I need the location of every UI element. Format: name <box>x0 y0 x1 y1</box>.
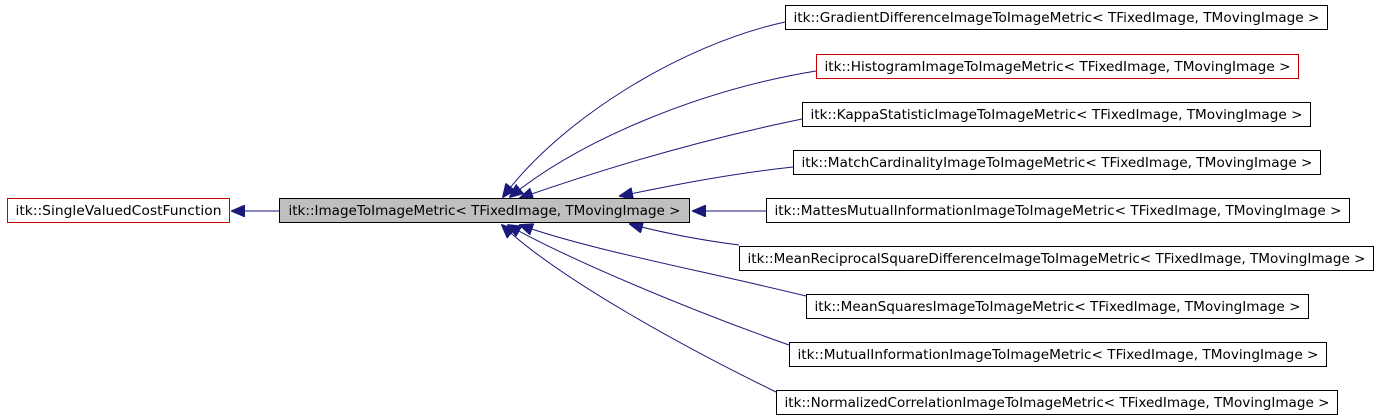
inheritance-arrow <box>520 225 807 297</box>
inheritance-arrow <box>520 118 803 198</box>
inheritance-edges <box>232 21 817 393</box>
derived-class-box[interactable] <box>816 54 1299 79</box>
focus-class-label[interactable]: itk::ImageToImageMetric< TFixedImage, TM… <box>289 204 681 219</box>
derived-class-box[interactable] <box>766 198 1350 223</box>
inheritance-arrow <box>510 70 817 197</box>
inheritance-arrow <box>508 225 790 346</box>
derived-class-node[interactable]: itk::MutualInformationImageToImageMetric… <box>789 342 1327 367</box>
inheritance-arrow <box>630 224 740 246</box>
derived-class-node[interactable]: itk::HistogramImageToImageMetric< TFixed… <box>816 54 1299 79</box>
focus-class-box[interactable] <box>279 198 690 223</box>
derived-class-label[interactable]: itk::MattesMutualInformationImageToImage… <box>775 204 1342 219</box>
derived-class-label[interactable]: itk::MeanSquaresImageToImageMetric< TFix… <box>815 300 1301 315</box>
derived-class-node[interactable]: itk::KappaStatisticImageToImageMetric< T… <box>802 102 1311 127</box>
base-class-label[interactable]: itk::SingleValuedCostFunction <box>16 204 222 219</box>
inheritance-arrow <box>502 225 777 393</box>
derived-class-box[interactable] <box>785 5 1328 30</box>
derived-class-node[interactable]: itk::NormalizedCorrelationImageToImageMe… <box>776 390 1338 415</box>
derived-class-box[interactable] <box>789 342 1327 367</box>
derived-class-node[interactable]: itk::MattesMutualInformationImageToImage… <box>766 198 1350 223</box>
derived-class-box[interactable] <box>802 102 1311 127</box>
focus-class-node[interactable]: itk::ImageToImageMetric< TFixedImage, TM… <box>279 198 690 223</box>
inheritance-arrow <box>620 166 794 196</box>
inheritance-arrow <box>503 21 786 197</box>
derived-class-label[interactable]: itk::MatchCardinalityImageToImageMetric<… <box>802 156 1313 171</box>
derived-class-node[interactable]: itk::MeanSquaresImageToImageMetric< TFix… <box>806 294 1309 319</box>
base-class-box[interactable] <box>7 198 230 223</box>
derived-class-node[interactable]: itk::GradientDifferenceImageToImageMetri… <box>785 5 1328 30</box>
derived-class-box[interactable] <box>793 150 1321 175</box>
derived-class-label[interactable]: itk::MeanReciprocalSquareDifferenceImage… <box>748 252 1366 267</box>
derived-class-label[interactable]: itk::GradientDifferenceImageToImageMetri… <box>794 11 1320 26</box>
derived-class-label[interactable]: itk::HistogramImageToImageMetric< TFixed… <box>825 60 1291 75</box>
base-class-node[interactable]: itk::SingleValuedCostFunction <box>7 198 230 223</box>
derived-class-box[interactable] <box>739 246 1374 271</box>
derived-class-label[interactable]: itk::NormalizedCorrelationImageToImageMe… <box>785 396 1330 411</box>
derived-class-node[interactable]: itk::MatchCardinalityImageToImageMetric<… <box>793 150 1321 175</box>
derived-class-label[interactable]: itk::KappaStatisticImageToImageMetric< T… <box>811 108 1303 123</box>
derived-class-box[interactable] <box>776 390 1338 415</box>
derived-class-box[interactable] <box>806 294 1309 319</box>
derived-class-node[interactable]: itk::MeanReciprocalSquareDifferenceImage… <box>739 246 1374 271</box>
derived-class-label[interactable]: itk::MutualInformationImageToImageMetric… <box>798 348 1319 363</box>
